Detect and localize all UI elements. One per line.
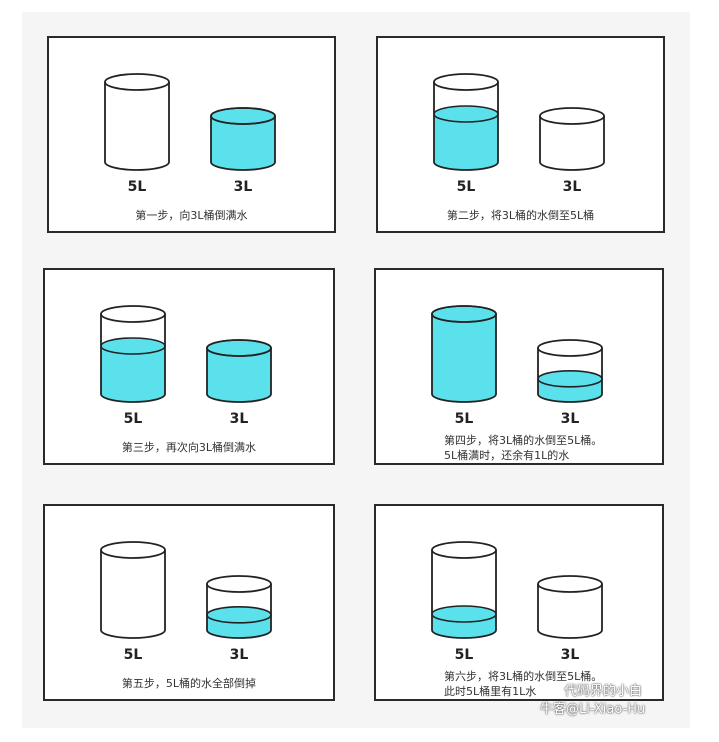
water-body — [101, 346, 165, 402]
bucket-5l-label: 5L — [455, 647, 474, 663]
bucket-rim — [210, 107, 276, 125]
bucket-bottom — [206, 393, 272, 403]
bucket-bottom — [539, 161, 605, 171]
step-panel-2: 5L 3L 第二步，将3L桶的水倒至5L桶 — [376, 36, 665, 233]
bucket-rim — [431, 305, 497, 323]
water-body — [211, 116, 275, 170]
bucket-3l-label: 3L — [563, 179, 582, 195]
bucket-3l-label: 3L — [561, 411, 580, 427]
bucket-bottom — [210, 161, 276, 171]
bucket-rim — [104, 73, 170, 91]
watermark-line: 牛客@Li-Xiao-Hu — [540, 701, 716, 719]
watermark-line: 代码界的小白 — [540, 682, 716, 701]
bucket-rim — [433, 73, 499, 91]
bucket-bottom — [104, 161, 170, 171]
bucket-rim — [431, 541, 497, 559]
step-caption: 第四步，将3L桶的水倒至5L桶。 5L桶满时，还余有1L的水 — [444, 433, 664, 463]
step-1-buckets: 5L 3L — [104, 73, 276, 195]
water-surface — [100, 337, 166, 355]
step-caption-line: 此时5L桶里有1L水 — [444, 685, 537, 698]
bucket-5l-label: 5L — [124, 647, 143, 663]
watermark-account: 代码界的小白 — [564, 683, 643, 699]
bucket-bottom — [537, 393, 603, 403]
step-caption: 第三步，再次向3L桶倒满水 — [45, 440, 333, 455]
step-panel-4: 5L 3L 第四步，将3L桶的水倒至5L桶。 5L桶满时，还余有1L的水 — [374, 268, 664, 465]
step-caption-line: 第一步，向3L桶倒满水 — [135, 209, 248, 222]
water-body — [432, 314, 496, 402]
bucket-3l-label: 3L — [234, 179, 253, 195]
step-6-buckets: 5L 3L — [431, 541, 603, 663]
step-panel-1: 5L 3L 第一步，向3L桶倒满水 — [47, 36, 336, 233]
bucket-bottom — [100, 393, 166, 403]
water-surface — [537, 370, 603, 388]
bucket-5l — [100, 541, 166, 639]
water-surface — [433, 105, 499, 123]
step-caption-line: 第三步，再次向3L桶倒满水 — [121, 441, 257, 454]
step-caption-line: 第五步，5L桶的水全部倒掉 — [121, 677, 257, 690]
water-body — [432, 614, 496, 638]
step-2-buckets: 5L 3L — [433, 73, 605, 195]
bucket-3l — [206, 339, 272, 403]
bucket-rim — [206, 575, 272, 593]
water-body — [538, 378, 602, 402]
step-caption: 第一步，向3L桶倒满水 — [49, 208, 334, 223]
bucket-bottom — [537, 629, 603, 639]
bucket-rim — [537, 339, 603, 357]
bucket-5l-label: 5L — [457, 179, 476, 195]
bucket-3l — [539, 107, 605, 171]
bucket-5l-label: 5L — [455, 411, 474, 427]
bucket-5l-label: 5L — [124, 411, 143, 427]
step-caption-line: 第六步，将3L桶的水倒至5L桶。 — [444, 670, 603, 683]
step-panel-6: 5L 3L 第六步，将3L桶的水倒至5L桶。 此时5L桶里有1L水 — [374, 504, 664, 701]
water-surface — [431, 605, 497, 623]
bucket-3l-label: 3L — [561, 647, 580, 663]
bucket-3l — [537, 575, 603, 639]
bucket-3l — [537, 339, 603, 403]
bucket-bottom — [433, 161, 499, 171]
bucket-5l — [433, 73, 499, 171]
step-4-buckets: 5L 3L — [431, 305, 603, 427]
bucket-bottom — [431, 629, 497, 639]
diagram-sheet: 5L 3L 第一步，向3L桶倒满水 5L 3L 第二步，将3L桶的水倒至5L桶 … — [22, 12, 690, 728]
bucket-5l — [104, 73, 170, 171]
step-caption-line: 第二步，将3L桶的水倒至5L桶 — [446, 209, 595, 222]
water-body — [434, 114, 498, 170]
bucket-rim — [537, 575, 603, 593]
watermark-source: 牛客@Li-Xiao-Hu — [540, 702, 646, 717]
bucket-5l — [431, 305, 497, 403]
bucket-rim — [100, 541, 166, 559]
step-3-buckets: 5L 3L — [100, 305, 272, 427]
bucket-rim — [206, 339, 272, 357]
bucket-3l-label: 3L — [230, 647, 249, 663]
step-panel-3: 5L 3L 第三步，再次向3L桶倒满水 — [43, 268, 335, 465]
watermark: 代码界的小白 牛客@Li-Xiao-Hu — [540, 682, 716, 719]
step-panel-5: 5L 3L 第五步，5L桶的水全部倒掉 — [43, 504, 335, 701]
water-body — [207, 614, 271, 638]
bucket-3l — [210, 107, 276, 171]
bucket-5l — [100, 305, 166, 403]
bucket-bottom — [206, 629, 272, 639]
bucket-3l-label: 3L — [230, 411, 249, 427]
step-caption-line: 5L桶满时，还余有1L的水 — [444, 449, 570, 462]
bucket-rim — [539, 107, 605, 125]
step-caption: 第五步，5L桶的水全部倒掉 — [45, 676, 333, 691]
bucket-3l — [206, 575, 272, 639]
step-caption: 第二步，将3L桶的水倒至5L桶 — [378, 208, 663, 223]
bucket-5l-label: 5L — [128, 179, 147, 195]
bucket-rim — [100, 305, 166, 323]
bucket-5l — [431, 541, 497, 639]
wechat-icon — [540, 682, 560, 701]
water-surface — [206, 606, 272, 624]
step-caption: 第六步，将3L桶的水倒至5L桶。 此时5L桶里有1L水 — [444, 669, 664, 699]
water-body — [207, 348, 271, 402]
step-5-buckets: 5L 3L — [100, 541, 272, 663]
bucket-bottom — [431, 393, 497, 403]
bucket-bottom — [100, 629, 166, 639]
step-caption-line: 第四步，将3L桶的水倒至5L桶。 — [444, 434, 603, 447]
